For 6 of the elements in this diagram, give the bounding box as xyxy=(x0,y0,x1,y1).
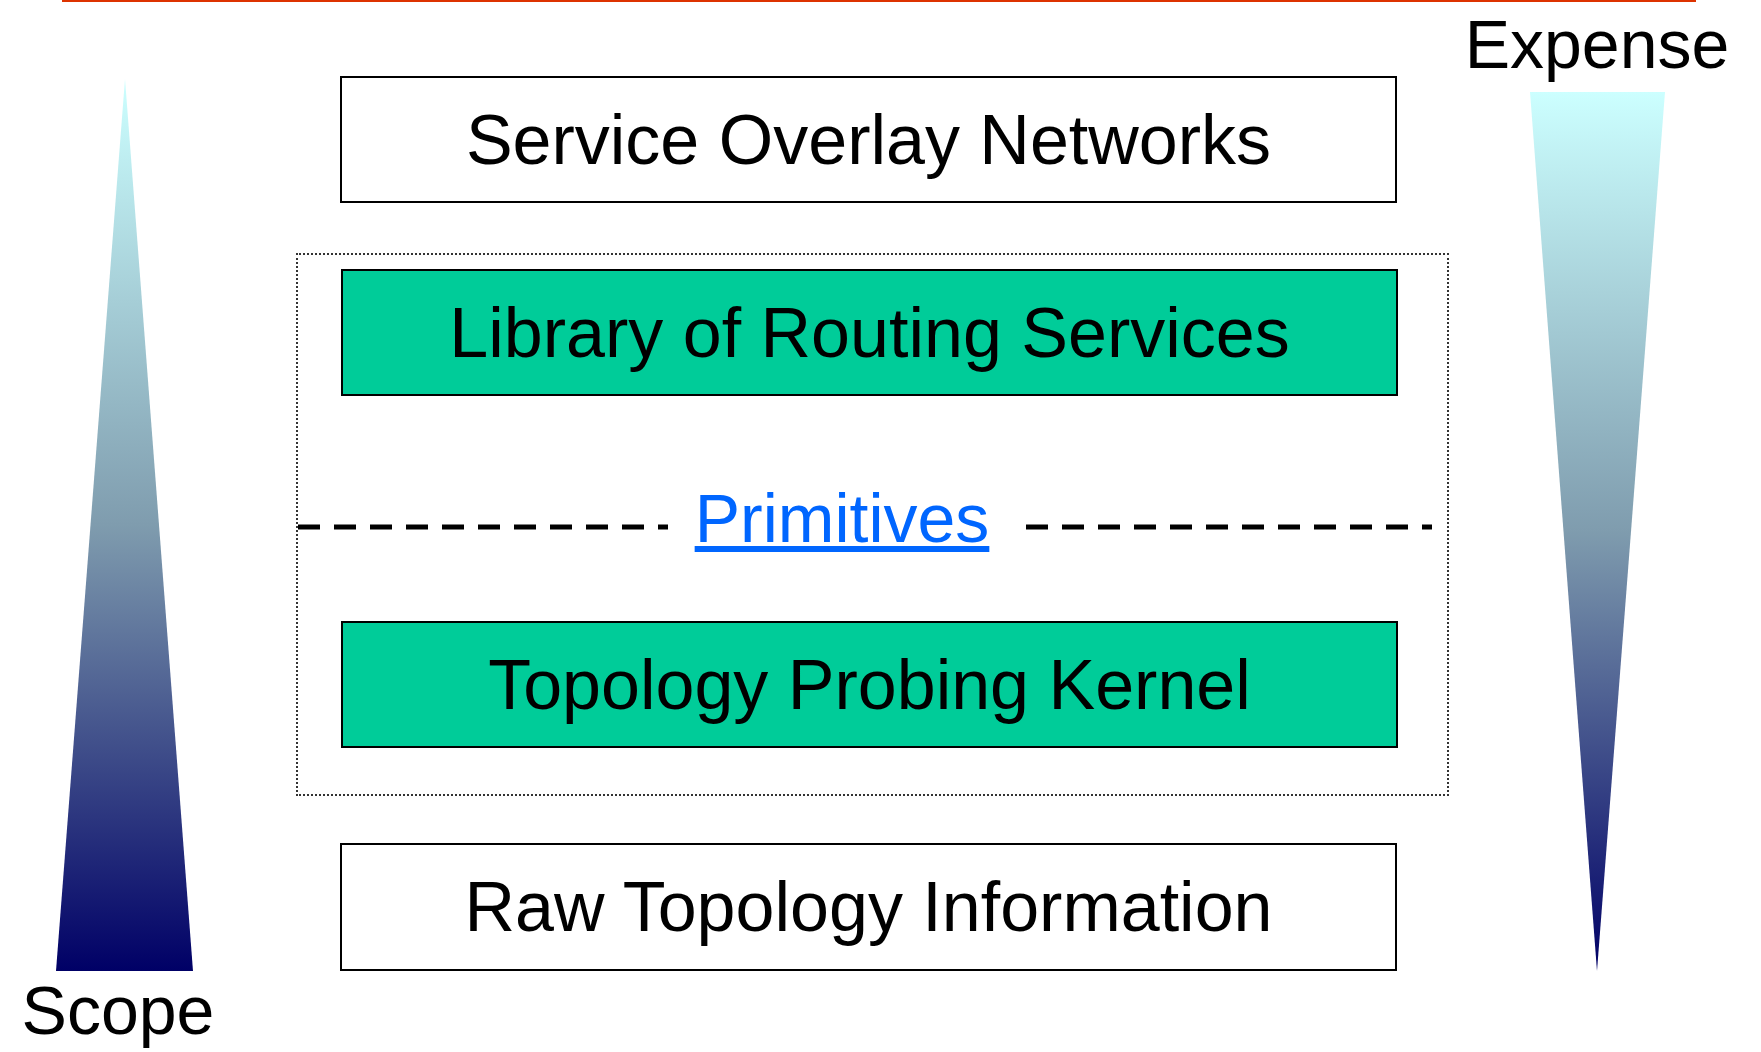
layer-box xyxy=(341,269,1398,396)
primitives-link: Primitives xyxy=(694,484,990,552)
group-frame xyxy=(296,253,1449,796)
layer-box xyxy=(341,621,1398,748)
layer-box xyxy=(340,76,1397,203)
layer-box xyxy=(340,843,1397,971)
